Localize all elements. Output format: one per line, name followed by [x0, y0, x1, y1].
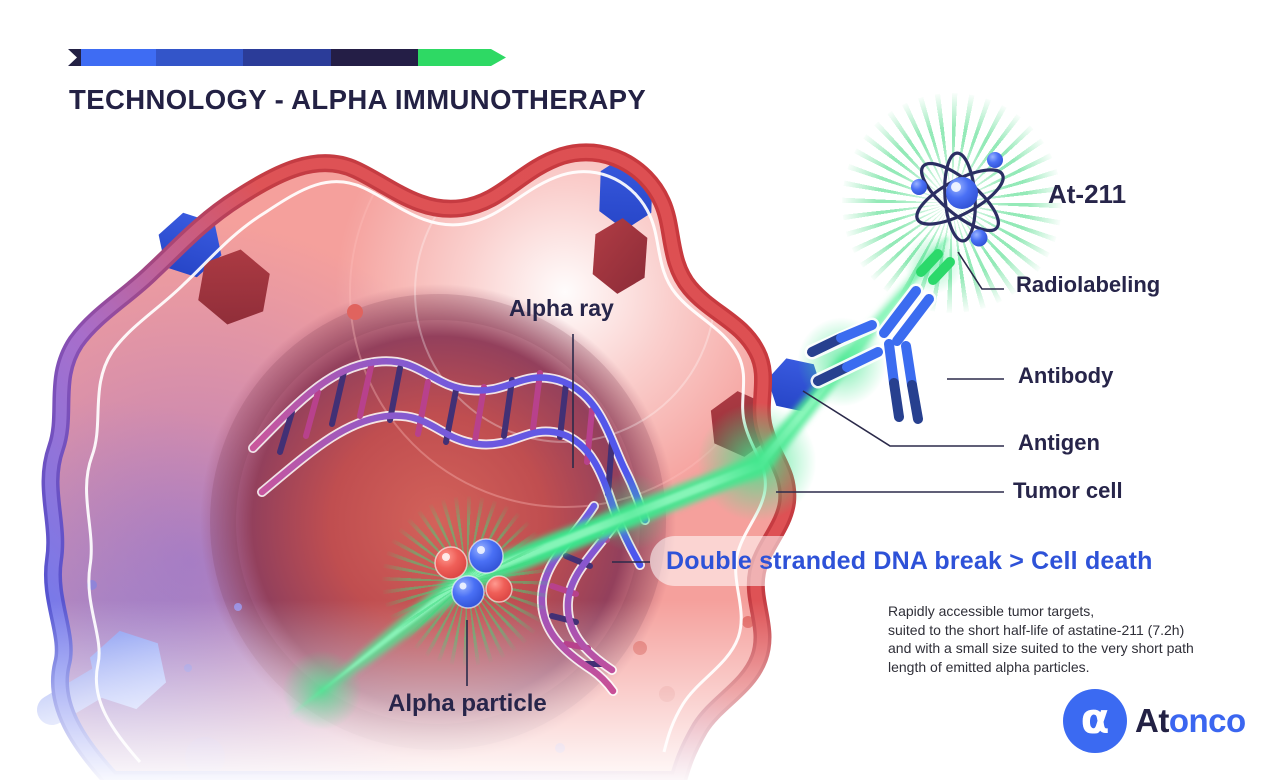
label-alpha-ray: Alpha ray	[509, 295, 614, 321]
alpha-particle	[434, 538, 513, 609]
label-alpha-particle: Alpha particle	[388, 690, 547, 717]
description-text: Rapidly accessible tumor targets, suited…	[888, 602, 1194, 676]
radiolabel-linker	[916, 249, 955, 285]
description-line: length of emitted alpha particles.	[888, 658, 1090, 675]
beam-burst	[282, 650, 362, 730]
label-dna-break: Double stranded DNA break > Cell death	[666, 546, 1153, 575]
page-title: TECHNOLOGY - ALPHA IMMUNOTHERAPY	[69, 84, 647, 115]
atonco-logo: α Atonco	[1063, 689, 1246, 753]
alpha-symbol-icon: α	[1080, 694, 1110, 743]
label-antigen: Antigen	[1018, 430, 1100, 455]
title-accent-bar	[68, 49, 506, 66]
dna-break-callout: Double stranded DNA break > Cell death	[650, 536, 1198, 586]
beam-burst	[590, 472, 670, 552]
label-at211: At-211	[1048, 179, 1127, 209]
description-line: and with a small size suited to the very…	[888, 640, 1194, 657]
description-line: suited to the short half-life of astatin…	[888, 621, 1185, 638]
description-line: Rapidly accessible tumor targets,	[888, 603, 1095, 619]
label-radiolabeling: Radiolabeling	[1016, 272, 1161, 297]
antibody-structure	[804, 249, 955, 427]
pointer-lines	[466, 251, 1004, 686]
beam-burst	[697, 402, 817, 522]
label-antibody: Antibody	[1018, 363, 1114, 388]
label-tumor-cell: Tumor cell	[1013, 478, 1123, 503]
atonco-logo-text: Atonco	[1135, 702, 1246, 739]
at211-atom	[911, 151, 1005, 247]
atonco-logo-mark: α	[1063, 689, 1127, 753]
